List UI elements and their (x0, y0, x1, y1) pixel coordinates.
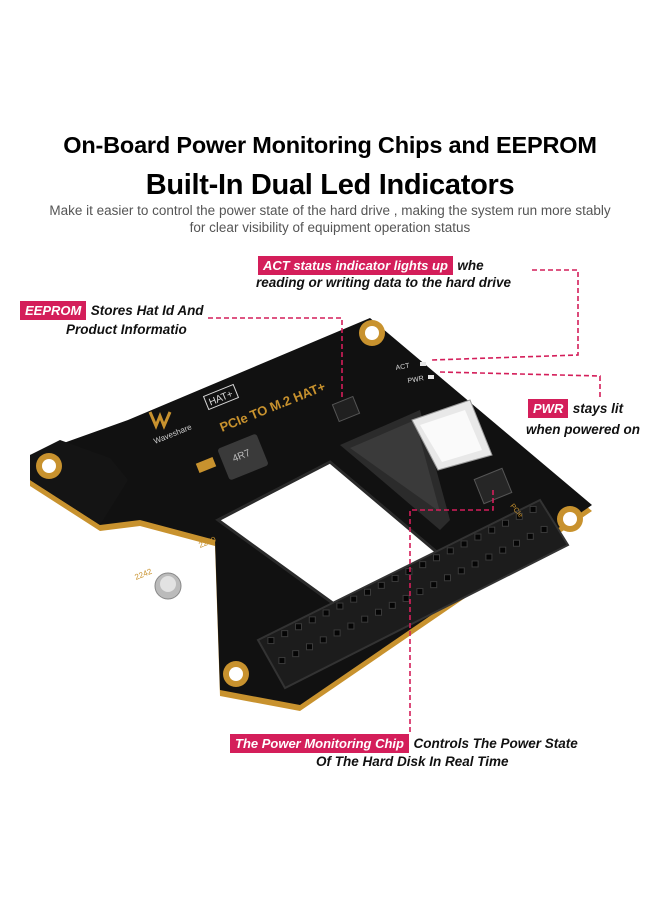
pwr-silk: PWR (407, 375, 424, 385)
gpio-pin (295, 623, 302, 631)
gpio-pin (529, 505, 537, 513)
gpio-pin (419, 561, 427, 569)
gpio-pin (333, 629, 341, 637)
gpio-pin (515, 512, 523, 520)
gpio-pin (540, 525, 548, 533)
power-monitor-chip (473, 467, 513, 505)
eeprom-tag: EEPROM (20, 301, 87, 320)
gpio-pin (474, 533, 482, 541)
chip-text-2: Of The Hard Disk In Real Time (316, 754, 509, 769)
eeprom-text-1: Stores Hat Id And (90, 303, 204, 318)
act-text-1: whe (457, 258, 484, 273)
act-silk: ACT (395, 363, 411, 372)
pwr-text-2: when powered on (526, 422, 641, 437)
gpio-pin (444, 574, 451, 582)
gpio-pin (433, 554, 440, 562)
callout-pwr: PWR stays lit (528, 399, 624, 418)
chip-text-1: Controls The Power State (413, 736, 578, 751)
gpio-pin (405, 568, 413, 576)
gpio-pin (336, 602, 344, 610)
act-tag: ACT status indicator lights up (258, 256, 453, 275)
gpio-pin (278, 657, 286, 665)
description-line-1: Make it easier to control the power stat… (49, 203, 611, 218)
gpio-pin (485, 553, 493, 561)
gpio-pin (364, 588, 371, 596)
gpio-pin (457, 567, 465, 575)
gpio-pin (471, 560, 479, 568)
gpio-pin (375, 608, 382, 616)
callout-act: ACT status indicator lights up whe (258, 256, 484, 275)
gpio-pin (402, 594, 410, 602)
gpio-pin (319, 636, 327, 644)
gpio-header (256, 498, 570, 690)
gpio-pin (308, 616, 316, 624)
gpio-pin (416, 588, 424, 596)
gpio-pin (526, 532, 534, 540)
eeprom-chip (331, 395, 361, 423)
pwr-led (428, 375, 434, 379)
gpio-pin (502, 519, 509, 527)
act-led (420, 362, 426, 366)
gpio-pin (347, 622, 355, 630)
gpio-pin (306, 643, 313, 651)
act-text-2: reading or writing data to the hard driv… (256, 275, 512, 290)
gpio-pin (292, 650, 300, 658)
eeprom-text-2: Product Informatio (66, 322, 187, 337)
gpio-pin (430, 581, 438, 589)
description-line-2: for clear visibility of equipment operat… (189, 220, 471, 235)
callout-eeprom: EEPROM Stores Hat Id And (20, 301, 204, 320)
gpio-pin (388, 601, 396, 609)
waveshare-logo (148, 411, 172, 430)
gpio-pin (267, 637, 275, 645)
headline-subtitle: Built-In Dual Led Indicators (145, 169, 515, 201)
gpio-pin (361, 615, 369, 623)
callout-chip: The Power Monitoring Chip Controls The P… (230, 734, 578, 753)
gpio-pin (322, 609, 330, 617)
gpio-pin (446, 547, 454, 555)
gpio-pin (460, 540, 468, 548)
pwr-text-1: stays lit (572, 401, 624, 416)
gpio-pin (488, 526, 496, 534)
gpio-pin (499, 546, 507, 554)
mounting-holes (36, 320, 583, 687)
headline-title: On-Board Power Monitoring Chips and EEPR… (63, 132, 597, 158)
gpio-pin (391, 574, 399, 582)
slot-2242-silk: 2242 (133, 567, 153, 582)
chip-tag: The Power Monitoring Chip (230, 734, 409, 753)
callout-lines (208, 269, 601, 735)
gpio-pin (377, 581, 385, 589)
gpio-pin (281, 630, 289, 638)
inductor (218, 434, 268, 480)
gpio-pin (350, 595, 358, 603)
pwr-tag: PWR (528, 399, 569, 418)
gpio-pin (513, 539, 520, 547)
gpio-pins (267, 505, 548, 665)
